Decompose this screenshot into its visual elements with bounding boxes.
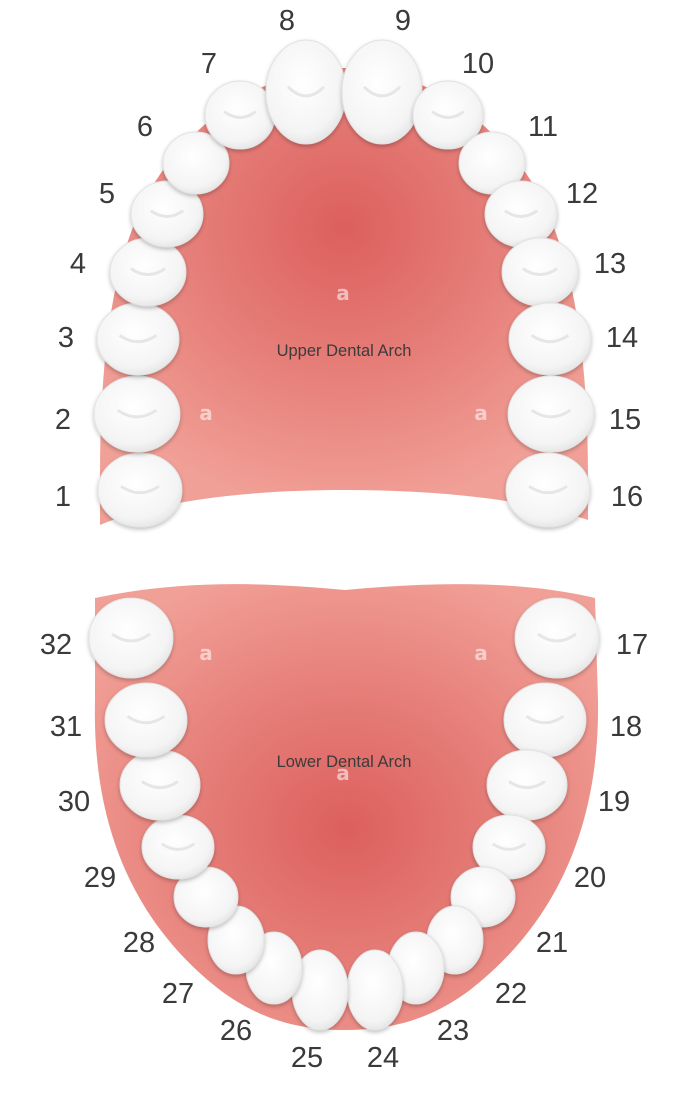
tooth-32 [89, 598, 173, 678]
upper-arch-label: Upper Dental Arch [277, 342, 412, 360]
watermark: a [336, 761, 350, 785]
watermark: a [474, 401, 488, 425]
tooth-number-8: 8 [279, 5, 295, 37]
watermark: a [199, 641, 213, 665]
tooth-number-9: 9 [395, 5, 411, 37]
watermark: a [474, 641, 488, 665]
tooth-number-29: 29 [84, 862, 116, 894]
tooth-14 [509, 303, 591, 375]
watermark: a [336, 281, 350, 305]
tooth-number-12: 12 [566, 178, 598, 210]
tooth-30 [120, 750, 200, 820]
tooth-number-23: 23 [437, 1015, 469, 1047]
tooth-number-21: 21 [536, 927, 568, 959]
tooth-number-20: 20 [574, 862, 606, 894]
tooth-3 [97, 303, 179, 375]
tooth-29 [142, 815, 214, 879]
tooth-number-15: 15 [609, 404, 641, 436]
tooth-number-2: 2 [55, 404, 71, 436]
tooth-number-28: 28 [123, 927, 155, 959]
tooth-9 [342, 40, 422, 144]
tooth-number-26: 26 [220, 1015, 252, 1047]
tooth-number-24: 24 [367, 1042, 399, 1074]
tooth-number-18: 18 [610, 711, 642, 743]
tooth-1 [98, 453, 182, 527]
tooth-number-17: 17 [616, 629, 648, 661]
tooth-2 [94, 376, 180, 452]
tooth-24 [347, 950, 403, 1030]
tooth-number-1: 1 [55, 481, 71, 513]
tooth-number-27: 27 [162, 978, 194, 1010]
tooth-31 [105, 683, 187, 757]
tooth-number-14: 14 [606, 322, 638, 354]
tooth-number-10: 10 [462, 48, 494, 80]
tooth-15 [508, 376, 594, 452]
tooth-12 [485, 181, 557, 247]
tooth-number-11: 11 [528, 111, 558, 143]
tooth-number-7: 7 [201, 48, 217, 80]
tooth-13 [502, 238, 578, 306]
tooth-number-30: 30 [58, 786, 90, 818]
tooth-7 [205, 81, 275, 149]
tooth-number-6: 6 [137, 111, 153, 143]
watermark: a [199, 401, 213, 425]
tooth-number-31: 31 [50, 711, 82, 743]
tooth-18 [504, 683, 586, 757]
tooth-number-19: 19 [598, 786, 630, 818]
tooth-16 [506, 453, 590, 527]
tooth-number-32: 32 [40, 629, 72, 661]
tooth-4 [110, 238, 186, 306]
tooth-number-5: 5 [99, 178, 115, 210]
tooth-number-4: 4 [70, 248, 86, 280]
tooth-number-22: 22 [495, 978, 527, 1010]
tooth-8 [266, 40, 346, 144]
tooth-number-25: 25 [291, 1042, 323, 1074]
tooth-17 [515, 598, 599, 678]
lower-arch: Lower Dental Arch [89, 584, 599, 1030]
tooth-number-3: 3 [58, 322, 74, 354]
tooth-number-13: 13 [594, 248, 626, 280]
tooth-number-16: 16 [611, 481, 643, 513]
tooth-19 [487, 750, 567, 820]
